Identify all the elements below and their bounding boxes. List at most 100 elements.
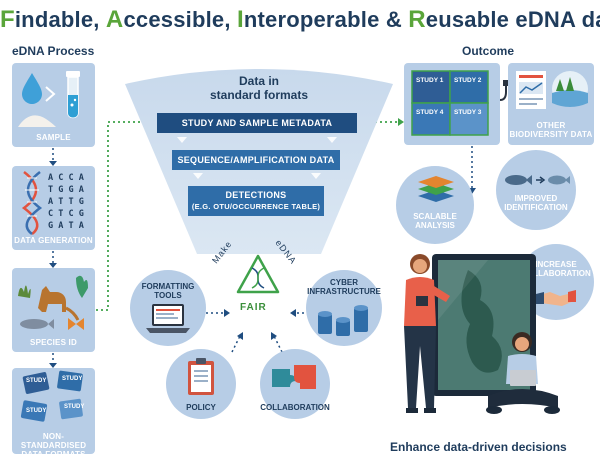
fair-recycle-emblem xyxy=(236,254,280,294)
improved-identification-circle: IMPROVED IDENTIFICATION xyxy=(496,150,576,230)
kangaroo-icon xyxy=(38,286,66,312)
title-letter-r: R xyxy=(408,6,426,33)
metadata-bar: STUDY AND SAMPLE METADATA xyxy=(157,113,357,133)
increase-collaboration-label: INCREASE COLLABORATION xyxy=(521,260,591,278)
clipboard-icon xyxy=(188,358,214,395)
non-standardised-tile: STUDY STUDY STUDY STUDY NON-STANDARDISED… xyxy=(12,368,95,454)
map-region-icon xyxy=(461,270,502,373)
title-letter-a: A xyxy=(105,6,124,33)
policy-label: POLICY xyxy=(186,403,216,412)
arrow-head xyxy=(49,263,57,268)
piece-label: STUDY xyxy=(62,376,83,382)
enhance-decisions-label: Enhance data-driven decisions xyxy=(390,440,567,454)
arrow-head xyxy=(290,309,296,317)
sample-tile: SAMPLE xyxy=(12,63,95,147)
assembled-puzzle-tile: STUDY 1 STUDY 2 STUDY 4 STUDY 3 xyxy=(404,63,500,145)
chevron-down-icon xyxy=(193,173,203,179)
fair-text: FAIR xyxy=(240,302,267,313)
title-rest-r: eusable eDNA data xyxy=(425,7,600,32)
seaweed-icon xyxy=(76,275,88,298)
biodiversity-illustration xyxy=(516,71,588,109)
outcome-heading: Outcome xyxy=(462,44,515,58)
title-letter-i: I xyxy=(236,6,244,33)
fish-icon xyxy=(20,319,48,329)
chevron-down-icon xyxy=(311,173,321,179)
title-letter-f: F xyxy=(0,6,15,33)
test-tube-cap-icon xyxy=(66,71,80,77)
data-generation-tile: A C C A T G G A A T T G C T C G G A T A … xyxy=(12,166,95,250)
nucleotide-row: A T T G xyxy=(48,197,84,207)
database-icon xyxy=(318,305,368,336)
puzzle-piece-icon xyxy=(449,102,489,136)
arrow-head xyxy=(49,363,57,368)
arrow-head xyxy=(224,309,230,317)
puzzle-piece-icon xyxy=(20,400,48,422)
scalable-analysis-label: SCALABLE ANALYSIS xyxy=(413,212,457,230)
other-biodiversity-tile: OTHER BIODIVERSITY DATA xyxy=(508,63,594,145)
butterfly-icon xyxy=(68,318,84,330)
arrow-line xyxy=(231,335,241,353)
water-drop-icon xyxy=(22,73,42,104)
sample-label: SAMPLE xyxy=(36,133,71,142)
title-rest-i: nteroperable & xyxy=(243,7,409,32)
trousers-icon xyxy=(404,326,436,408)
puzzle-label: STUDY 2 xyxy=(454,77,482,84)
formatting-tools-label: FORMATTING TOOLS xyxy=(141,282,195,300)
non-standardised-label: NON-STANDARDISED DATA FORMATS xyxy=(20,432,87,454)
policy-circle: POLICY xyxy=(166,349,236,419)
recycle-triangle-icon xyxy=(236,254,280,294)
cyber-infrastructure-label: CYBER INFRASTRUCTURE xyxy=(307,278,381,296)
layers-icon xyxy=(418,176,454,202)
piece-label: STUDY xyxy=(64,404,85,410)
scalable-analysis-circle: SCALABLE ANALYSIS xyxy=(396,166,474,244)
arrow-head xyxy=(49,161,57,166)
dna-helix-icon xyxy=(21,171,39,235)
presenter-figure xyxy=(404,254,450,413)
species-id-tile: SPECIES ID xyxy=(12,268,95,352)
nucleotide-row: T G G A xyxy=(48,185,84,195)
funnel-chevrons xyxy=(177,137,337,179)
laptop-icon xyxy=(510,370,536,386)
sequence-bar: SEQUENCE/AMPLIFICATION DATA xyxy=(172,150,340,170)
detections-subtitle: (E.G. OTU/OCCURRENCE TABLE) xyxy=(191,202,321,211)
sediment-pile-icon xyxy=(18,115,56,127)
collaboration-circle: COLLABORATION xyxy=(260,349,330,419)
title-rest-a: ccessible, xyxy=(123,7,237,32)
puzzle-scatter-illustration xyxy=(20,370,83,422)
puzzle-piece-icon xyxy=(59,398,83,420)
puzzle-piece-icon xyxy=(411,102,451,136)
puzzle-piece-icon xyxy=(449,70,489,104)
piece-label: STUDY xyxy=(26,378,47,384)
detections-bar: DETECTIONS (E.G. OTU/OCCURRENCE TABLE) xyxy=(188,186,324,216)
chevron-right-icon xyxy=(45,86,56,102)
cyber-infrastructure-circle: CYBER INFRASTRUCTURE xyxy=(306,270,382,346)
sample-illustration xyxy=(18,71,80,127)
detections-title: DETECTIONS xyxy=(225,190,287,200)
nucleotide-row: A C C A xyxy=(48,173,84,183)
collaboration-label: COLLABORATION xyxy=(260,403,330,412)
nucleotide-row: G A T A xyxy=(48,221,84,231)
plug-icon xyxy=(499,80,509,101)
arrow-line xyxy=(273,335,283,353)
chevron-down-icon xyxy=(177,137,187,143)
arrow-head xyxy=(237,332,243,340)
species-id-label: SPECIES ID xyxy=(30,338,77,347)
fish-compare-icon xyxy=(505,175,570,185)
formatting-tools-circle: FORMATTING TOOLS xyxy=(130,270,206,346)
diagram-title: Findable, Accessible, Interoperable & Re… xyxy=(0,6,600,34)
chevron-down-icon xyxy=(327,137,337,143)
arrow-head xyxy=(271,332,277,340)
puzzle-piece-icon xyxy=(57,370,83,392)
puzzle-piece-icon xyxy=(411,70,451,104)
seated-figure xyxy=(486,332,560,414)
tablet-icon xyxy=(416,296,428,306)
puzzle-label: STUDY 4 xyxy=(416,109,444,116)
laptop-icon xyxy=(146,304,190,333)
standard-formats-heading: Data in standard formats xyxy=(125,74,393,102)
nucleotide-row: C T C G xyxy=(48,209,84,219)
puzzle-label: STUDY 3 xyxy=(454,109,482,116)
title-rest-f: indable, xyxy=(14,7,106,32)
puzzle-label: STUDY 1 xyxy=(416,77,444,84)
puzzle-icon xyxy=(272,365,316,389)
heading-line: standard formats xyxy=(209,88,309,102)
